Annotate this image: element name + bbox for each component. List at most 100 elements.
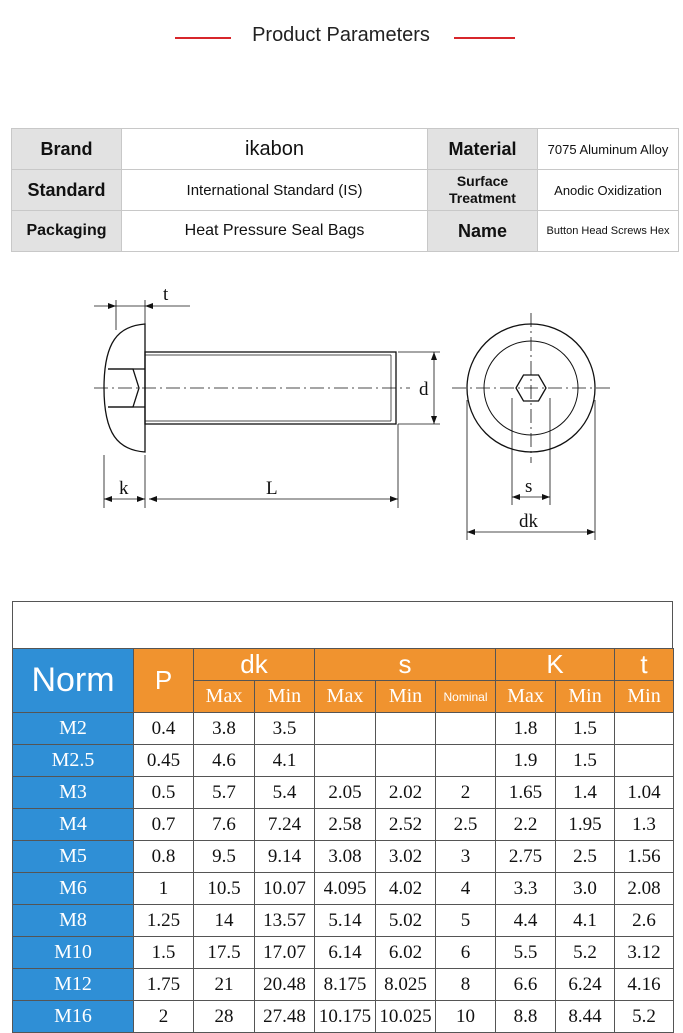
dim-label-k: k [119, 478, 129, 499]
table-cell: 17.5 [193, 936, 255, 969]
header-p: P [133, 648, 194, 713]
table-cell: 8 [434, 968, 497, 1001]
screw-technical-drawing: t d k L s dk [94, 284, 610, 540]
param-value-name: Button Head Screws Hex [537, 210, 679, 252]
title-right-rule [454, 37, 515, 39]
norm-cell: M2.5 [12, 744, 134, 777]
param-label-name: Name [427, 210, 538, 252]
parameters-table: Brand ikabon Material 7075 Aluminum Allo… [11, 128, 679, 252]
norm-cell: M8 [12, 904, 134, 937]
table-cell: 1.95 [555, 808, 616, 841]
table-cell: 5.14 [314, 904, 376, 937]
table-cell: 0.7 [133, 808, 194, 841]
table-cell: 17.07 [254, 936, 315, 969]
table-cell [314, 744, 376, 777]
table-cell: 2.5 [555, 840, 616, 873]
table-cell [314, 712, 376, 745]
table-cell: 10.025 [375, 1000, 436, 1033]
table-cell: 1.5 [133, 936, 194, 969]
norm-cell: M10 [12, 936, 134, 969]
table-cell: 2.6 [614, 904, 675, 937]
table-cell: 1.9 [495, 744, 557, 777]
table-cell: 10 [434, 1000, 497, 1033]
table-cell: 6.6 [495, 968, 557, 1001]
norm-cell: M2 [12, 712, 134, 745]
header-k: K [495, 648, 616, 681]
table-cell: 1.4 [555, 776, 616, 809]
table-cell: 3 [434, 840, 497, 873]
table-cell: 4.4 [495, 904, 557, 937]
table-cell: 0.4 [133, 712, 194, 745]
table-cell: 4.095 [314, 872, 376, 905]
norm-cell: M6 [12, 872, 134, 905]
header-t: t [614, 648, 675, 681]
header-norm: Norm [12, 648, 134, 713]
param-value-material: 7075 Aluminum Alloy [537, 128, 679, 170]
dim-label-t: t [163, 284, 169, 305]
table-cell: 2.02 [375, 776, 436, 809]
table-cell: 5.2 [614, 1000, 675, 1033]
table-cell: 6 [434, 936, 497, 969]
table-cell: 9.5 [193, 840, 255, 873]
subheader-k-max: Max [495, 680, 557, 713]
table-cell [434, 712, 497, 745]
table-cell [375, 712, 436, 745]
table-cell: 4.1 [254, 744, 315, 777]
table-cell: 5.5 [495, 936, 557, 969]
dim-label-dk: dk [519, 511, 539, 532]
subheader-s-max: Max [314, 680, 376, 713]
subheader-k-min: Min [555, 680, 616, 713]
header-dk: dk [193, 648, 315, 681]
table-cell: 1.65 [495, 776, 557, 809]
table-cell: 2.5 [434, 808, 497, 841]
table-cell: 3.5 [254, 712, 315, 745]
table-cell: 4.1 [555, 904, 616, 937]
param-value-brand: ikabon [121, 128, 428, 170]
table-cell: 1 [133, 872, 194, 905]
table-cell: 3.0 [555, 872, 616, 905]
table-cell: 6.24 [555, 968, 616, 1001]
table-cell: 9.14 [254, 840, 315, 873]
table-cell: 2.2 [495, 808, 557, 841]
table-cell: 10.5 [193, 872, 255, 905]
norm-cell: M12 [12, 968, 134, 1001]
table-cell: 2.52 [375, 808, 436, 841]
table-cell: 1.5 [555, 712, 616, 745]
table-cell: 7.24 [254, 808, 315, 841]
subheader-s-nominal: Nominal [434, 680, 497, 713]
table-cell: 28 [193, 1000, 255, 1033]
table-cell: 7.6 [193, 808, 255, 841]
table-cell: 2.58 [314, 808, 376, 841]
subheader-dk-min: Min [254, 680, 315, 713]
param-label-brand: Brand [11, 128, 122, 170]
table-cell: 6.02 [375, 936, 436, 969]
dim-label-L: L [266, 478, 278, 499]
table-cell: 5.2 [555, 936, 616, 969]
subheader-row: Max Min Max Min Nominal Max Min Min [13, 680, 675, 713]
param-value-packaging: Heat Pressure Seal Bags [121, 210, 428, 252]
table-cell: 10.175 [314, 1000, 376, 1033]
table-cell: 2 [434, 776, 497, 809]
table-cell [375, 744, 436, 777]
norm-cell: M4 [12, 808, 134, 841]
table-cell: 21 [193, 968, 255, 1001]
table-cell: 4.02 [375, 872, 436, 905]
table-cell [614, 712, 675, 745]
table-cell: 10.07 [254, 872, 315, 905]
param-label-surface: Surface [456, 173, 509, 189]
table-cell: 8.44 [555, 1000, 616, 1033]
table-cell: 3.8 [193, 712, 255, 745]
table-cell: 1.8 [495, 712, 557, 745]
table-cell: 13.57 [254, 904, 315, 937]
table-cell: 1.25 [133, 904, 194, 937]
table-cell: 1.5 [555, 744, 616, 777]
norm-cell: M3 [12, 776, 134, 809]
